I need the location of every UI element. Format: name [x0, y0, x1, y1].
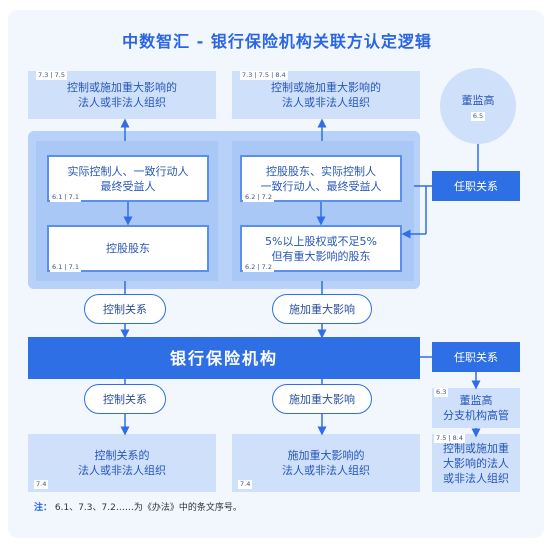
bottom-left-code: 7.4 [34, 480, 49, 489]
mid-controller-line-2: 一致行动人、最终受益人 [260, 179, 382, 193]
bottom-mid-line-1: 施加重大影响的 [287, 449, 365, 462]
page-title: 中数智汇 - 银行保险机构关联方认定逻辑 [122, 32, 432, 51]
bottom-left-line-1: 控制关系的 [94, 449, 150, 462]
directors-circle-label: 董监高 [461, 93, 495, 107]
footnote-label: 注： [34, 503, 53, 513]
branch-code: 6.3 [434, 388, 449, 397]
employment-box-bottom: 任职关系 [432, 342, 520, 372]
bottom-mid-line-2: 法人或非法人组织 [282, 464, 370, 477]
bottom-mid-org-box: 施加重大影响的 法人或非法人组织 [232, 434, 420, 492]
right-bottom-line-3: 或非法人组织 [443, 471, 509, 485]
top-left-line-2: 法人或非法人组织 [78, 96, 166, 109]
branch-line-2: 分支机构高管 [443, 409, 509, 422]
left-controller-line-1: 实际控制人、一致行动人 [67, 164, 189, 178]
left-controlling-shareholder-code: 6.1 | 7.1 [50, 263, 81, 272]
employment-box-top: 任职关系 [432, 171, 520, 201]
top-left-line-1: 控制或施加重大影响的 [67, 81, 177, 94]
right-bottom-line-2: 大影响的法人 [443, 456, 509, 470]
left-controlling-shareholder-label: 控股股东 [106, 242, 150, 255]
mid-major-shareholder-code: 6.2 | 7.2 [243, 263, 274, 272]
top-mid-line-2: 法人或非法人组织 [282, 96, 370, 109]
pill-control-top: 控制关系 [84, 294, 166, 324]
footnote-text: 6.1、7.3、7.2……为《办法》中的条文序号。 [54, 503, 242, 513]
mid-controller-code: 6.2 | 7.2 [243, 193, 274, 202]
pill-influence-bottom: 施加重大影响 [272, 384, 372, 414]
right-bottom-code: 7.5 | 8.4 [434, 434, 465, 443]
footnote: 注： 6.1、7.3、7.2……为《办法》中的条文序号。 [34, 500, 242, 513]
bottom-left-line-2: 法人或非法人组织 [78, 464, 166, 477]
top-mid-line-1: 控制或施加重大影响的 [271, 81, 381, 94]
left-controller-line-2: 最终受益人 [100, 179, 156, 193]
right-bottom-org-box: 控制或施加重 大影响的法人 或非法人组织 [432, 434, 520, 492]
directors-circle: 董监高 6.5 [440, 68, 516, 144]
mid-controller-line-1: 控股股东、实际控制人 [266, 164, 376, 178]
branch-line-1: 董监高 [459, 394, 493, 407]
top-mid-code: 7.3 | 7.5 | 8.4 [240, 71, 288, 80]
directors-circle-code: 6.5 [470, 111, 486, 121]
mid-major-shareholder-line-2: 但有重大影响的股东 [271, 249, 371, 263]
main-bank-bar: 银行保险机构 [28, 337, 420, 379]
pill-influence-top: 施加重大影响 [272, 294, 372, 324]
right-bottom-line-1: 控制或施加重 [443, 441, 509, 455]
top-left-code: 7.3 | 7.5 [36, 71, 67, 80]
pill-control-bottom: 控制关系 [84, 384, 166, 414]
left-controller-code: 6.1 | 7.1 [50, 193, 81, 202]
mid-controller-box: 控股股东、实际控制人 一致行动人、最终受益人 [240, 155, 402, 202]
bottom-left-org-box: 控制关系的 法人或非法人组织 [28, 434, 216, 492]
mid-major-shareholder-line-1: 5%以上股权或不足5% [265, 234, 377, 248]
bottom-mid-code: 7.4 [238, 480, 253, 489]
